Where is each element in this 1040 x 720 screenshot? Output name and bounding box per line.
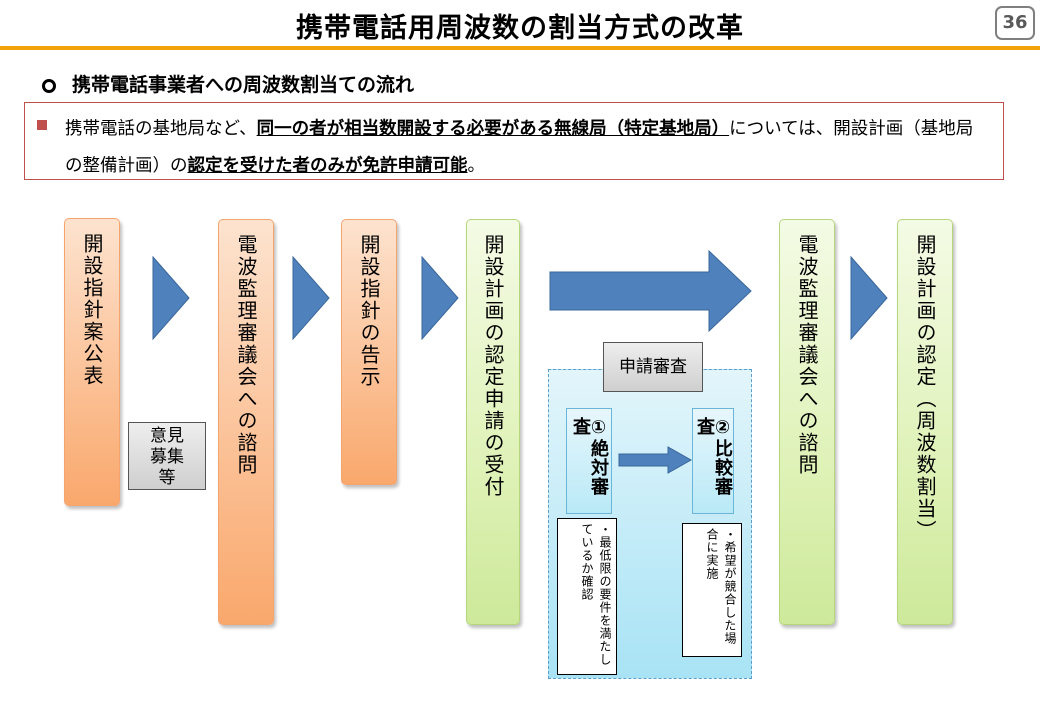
comparative-review-note: ・希望が競合した場合に実施 (682, 523, 742, 657)
note-text-part1: 携帯電話の基地局など、 (65, 119, 257, 139)
note-text-underlined: 同一の者が相当数開設する必要がある無線局（特定基地局） (256, 119, 730, 139)
public-comment-box: 意見募集等 (128, 422, 206, 490)
comparative-review-note-text: ・希望が競合した場合に実施 (705, 528, 737, 645)
big-right-arrow-icon (549, 250, 752, 332)
note-text: 携帯電話の基地局など、同一の者が相当数開設する必要がある無線局（特定基地局）につ… (65, 111, 985, 185)
page-title: 携帯電話用周波数の割当方式の改革 (296, 13, 744, 44)
step-label: 開設指針の告示 (357, 234, 381, 388)
square-bullet-icon (37, 120, 47, 130)
review-arrow-icon (618, 446, 692, 474)
page-number: 36 (995, 6, 1035, 40)
absolute-review-note-text: ・最低限の要件を満たしているか確認 (580, 523, 612, 666)
step-box-plan-approval: 開設計画の認定（周波数割当） (897, 219, 953, 625)
note-text-part5: 。 (467, 156, 486, 176)
note-box: 携帯電話の基地局など、同一の者が相当数開設する必要がある無線局（特定基地局）につ… (24, 102, 1004, 180)
comparative-review-box: ②比較審査 (692, 408, 734, 514)
step-box-council-consult-2: 電波監理審議会への諮問 (779, 219, 835, 625)
step-label: 電波監理審議会への諮問 (234, 234, 258, 476)
note-text-bold: 認定を受けた者のみが免許申請可能 (187, 156, 468, 176)
review-label-box: 申請審査 (603, 342, 703, 392)
step-label: 電波監理審議会への諮問 (795, 234, 819, 476)
circle-bullet-icon (42, 79, 56, 93)
step-label: 開設指針案公表 (80, 233, 104, 387)
title-underline (0, 46, 1040, 50)
step-label: 開設計画の認定申請の受付 (481, 234, 505, 498)
step-box-guideline-notice: 開設指針の告示 (341, 219, 397, 485)
review-label: 申請審査 (619, 357, 687, 377)
step-label: 開設計画の認定（周波数割当） (913, 234, 937, 542)
section-heading: 携帯電話事業者への周波数割当ての流れ (42, 70, 414, 97)
absolute-review-note: ・最低限の要件を満たしているか確認 (557, 518, 617, 675)
step-box-application-receipt: 開設計画の認定申請の受付 (466, 219, 520, 625)
flow-arrow-icon (421, 256, 459, 340)
flow-arrow-icon (292, 256, 330, 340)
absolute-review-box: ①絶対審査 (566, 408, 612, 514)
comparative-review-label: ②比較審査 (694, 417, 733, 496)
public-comment-label: 意見募集等 (150, 426, 184, 488)
note-text-part3: については、開設計画（基地局の整備計画）の (65, 119, 974, 176)
step-box-council-consult-1: 電波監理審議会への諮問 (218, 219, 274, 625)
step-box-guideline-draft: 開設指針案公表 (64, 218, 120, 506)
section-heading-text: 携帯電話事業者への周波数割当ての流れ (72, 74, 415, 96)
flow-arrow-icon (152, 256, 190, 340)
absolute-review-label: ①絶対審査 (570, 417, 609, 496)
flow-arrow-icon (850, 256, 888, 340)
